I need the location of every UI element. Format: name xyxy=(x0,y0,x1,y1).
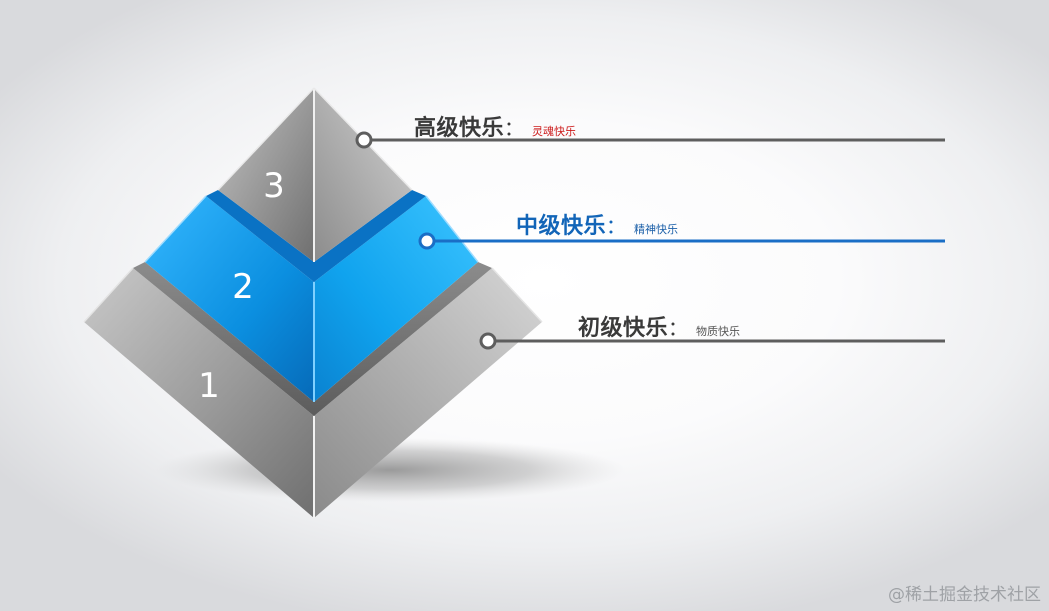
level-2-right-face xyxy=(314,196,478,402)
level-1-number: 1 xyxy=(198,366,220,406)
level-1-right-face xyxy=(314,268,542,518)
level-3-colon: ： xyxy=(504,116,525,140)
level-2-number: 2 xyxy=(232,267,254,307)
level-1-title: 初级快乐 xyxy=(578,316,669,341)
level-1-edge-right xyxy=(491,267,543,323)
level-2-label: 中级快乐 ： 精神快乐 xyxy=(516,208,678,240)
level-3-number: 3 xyxy=(263,166,285,206)
level-2-groove xyxy=(206,190,426,282)
level-3-label: 高级快乐 ： 灵魂快乐 xyxy=(414,110,576,142)
level-1-label: 初级快乐 ： 物质快乐 xyxy=(578,310,740,342)
level-1-edge xyxy=(83,267,134,323)
watermark: @稀土掘金技术社区 xyxy=(888,585,1041,605)
level-1-left-face xyxy=(84,268,314,518)
level-2-left-face xyxy=(145,196,314,402)
level-3-right-face xyxy=(314,88,412,262)
level-3-title: 高级快乐 xyxy=(414,116,505,141)
level-2-colon: ： xyxy=(606,214,627,238)
level-3-connector-dot xyxy=(355,131,373,149)
level-1-colon: ： xyxy=(668,316,689,340)
level-2-edge xyxy=(144,195,207,263)
level-2-connector-dot xyxy=(418,232,436,250)
level-2-subtitle: 精神快乐 xyxy=(634,223,679,236)
level-3-left-face xyxy=(218,88,314,262)
level-2-edge-right xyxy=(425,195,479,263)
level-3-subtitle: 灵魂快乐 xyxy=(532,125,577,138)
level-2-title: 中级快乐 xyxy=(516,214,607,239)
level-1-subtitle: 物质快乐 xyxy=(696,325,741,338)
level-3-edge xyxy=(217,87,315,191)
level-1-connector-dot xyxy=(479,332,497,350)
